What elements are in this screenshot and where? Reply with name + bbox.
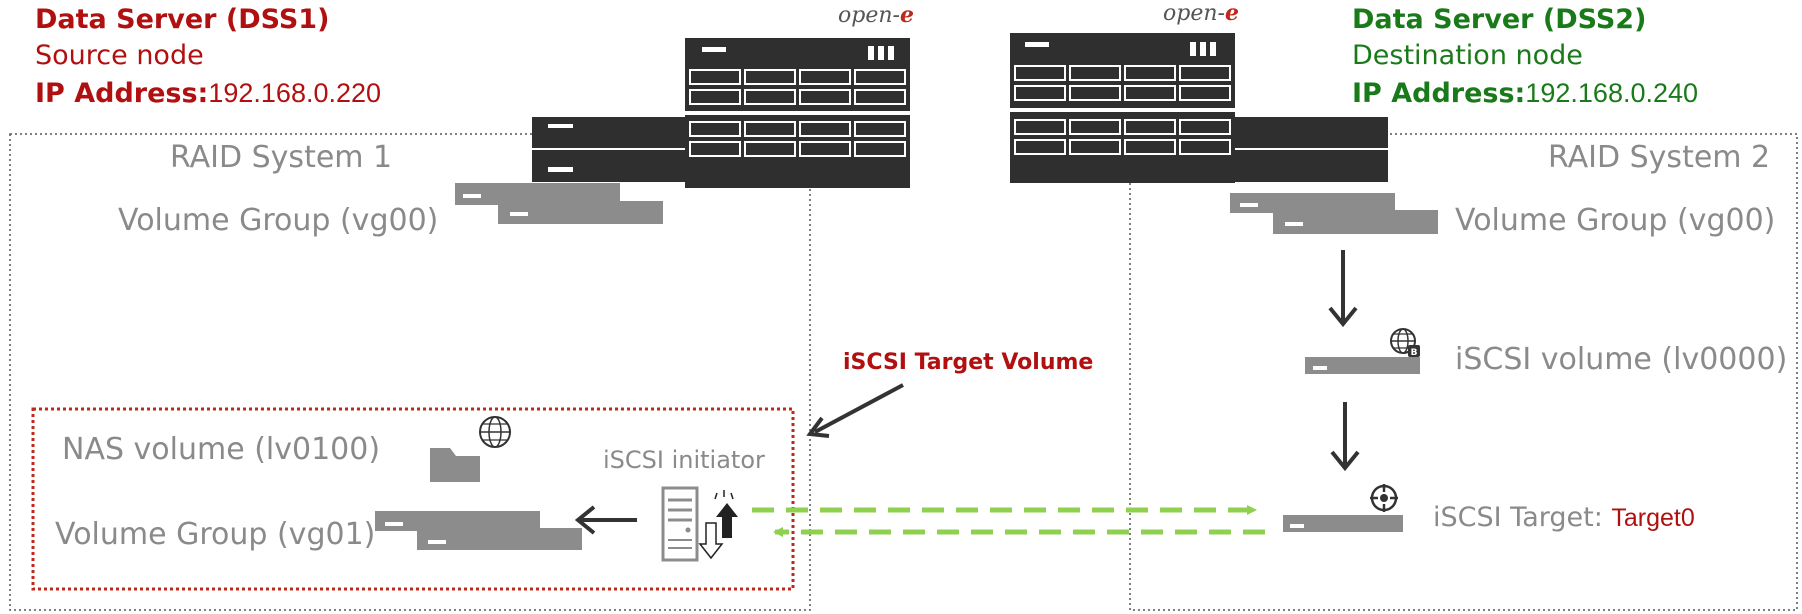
globe-badge-icon: B (1390, 328, 1420, 358)
open-e-logo-right: open-e (1163, 0, 1239, 26)
volume-group-vg00-right-icon (1230, 193, 1438, 234)
dss1-ip-label: IP Address: (35, 78, 209, 109)
dss2-ip: IP Address:192.168.0.240 (1352, 78, 1698, 109)
transfer-arrows-icon (698, 490, 738, 560)
volume-group-vg01-label: Volume Group (vg01) (55, 517, 376, 552)
dss2-role: Destination node (1352, 40, 1583, 71)
raid-system-2-boundary (1129, 133, 1798, 611)
iscsi-volume-lv0000-icon (1305, 357, 1420, 374)
iscsi-target-name: Target0 (1611, 504, 1695, 532)
open-e-logo-left: open-e (838, 2, 914, 28)
server-dss2-icon (1010, 33, 1388, 183)
iscsi-volume-lv0000-label: iSCSI volume (lv0000) (1455, 342, 1788, 377)
raid-system-1-label: RAID System 1 (170, 140, 393, 175)
svg-text:B: B (1411, 348, 1418, 358)
nas-volume-label: NAS volume (lv0100) (62, 432, 381, 467)
arrow-left-icon (574, 505, 637, 535)
iscsi-target-volume-box (31, 407, 795, 591)
iscsi-target-volume-callout: iSCSI Target Volume (843, 350, 1094, 375)
volume-group-vg00-left-label: Volume Group (vg00) (118, 203, 439, 238)
initiator-server-icon (661, 486, 699, 562)
folder-icon (430, 448, 480, 482)
server-dss1-icon (532, 38, 910, 188)
globe-icon (479, 416, 511, 448)
volume-group-vg00-left-icon (455, 183, 663, 224)
dss1-role: Source node (35, 40, 204, 71)
volume-group-vg01-icon (375, 511, 582, 550)
dss2-ip-label: IP Address: (1352, 78, 1526, 109)
dss1-ip-value: 192.168.0.220 (208, 78, 382, 108)
iscsi-target-label: iSCSI Target: Target0 (1433, 502, 1695, 533)
dss1-title: Data Server (DSS1) (35, 4, 330, 35)
callout-arrow-icon (806, 383, 904, 438)
arrow-down-1-icon (1328, 250, 1358, 328)
raid-system-2-label: RAID System 2 (1548, 140, 1771, 175)
volume-group-vg00-right-label: Volume Group (vg00) (1455, 203, 1776, 238)
dss2-ip-value: 192.168.0.240 (1525, 78, 1699, 108)
iscsi-target-device-icon (1283, 515, 1403, 532)
arrow-down-2-icon (1330, 402, 1360, 472)
target-crosshair-icon (1370, 484, 1398, 512)
iscsi-initiator-label: iSCSI initiator (603, 446, 765, 474)
dss1-ip: IP Address:192.168.0.220 (35, 78, 381, 109)
dss2-title: Data Server (DSS2) (1352, 4, 1647, 35)
iscsi-target-prefix: iSCSI Target: (1433, 502, 1612, 533)
raid-system-1-boundary (9, 133, 811, 611)
